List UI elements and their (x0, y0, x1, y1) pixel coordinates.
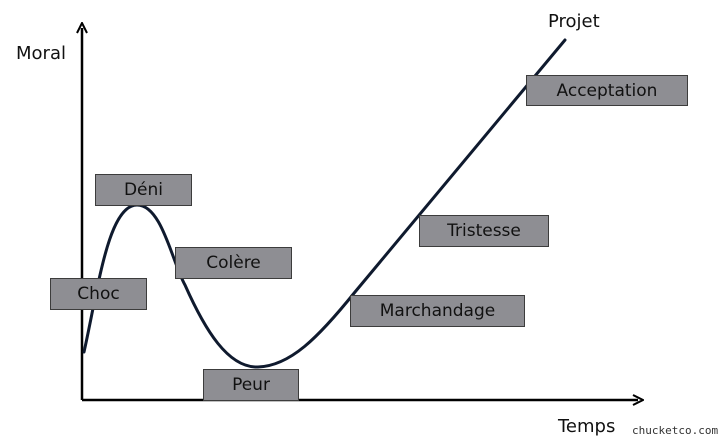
stage-box-deni: Déni (95, 174, 192, 206)
curve-end-label: Projet (548, 11, 600, 32)
stage-box-marchandage: Marchandage (350, 295, 525, 327)
stage-box-tristesse: Tristesse (419, 215, 549, 247)
morale-curve (82, 38, 567, 369)
stage-box-peur: Peur (203, 369, 299, 401)
stage-box-acceptation: Acceptation (526, 75, 688, 106)
stage-box-colere: Colère (175, 247, 292, 279)
x-axis-label: Temps (558, 416, 616, 437)
stage-box-choc: Choc (50, 278, 147, 310)
y-axis-label: Moral (16, 43, 66, 64)
watermark-text: chucketco.com (632, 424, 719, 437)
